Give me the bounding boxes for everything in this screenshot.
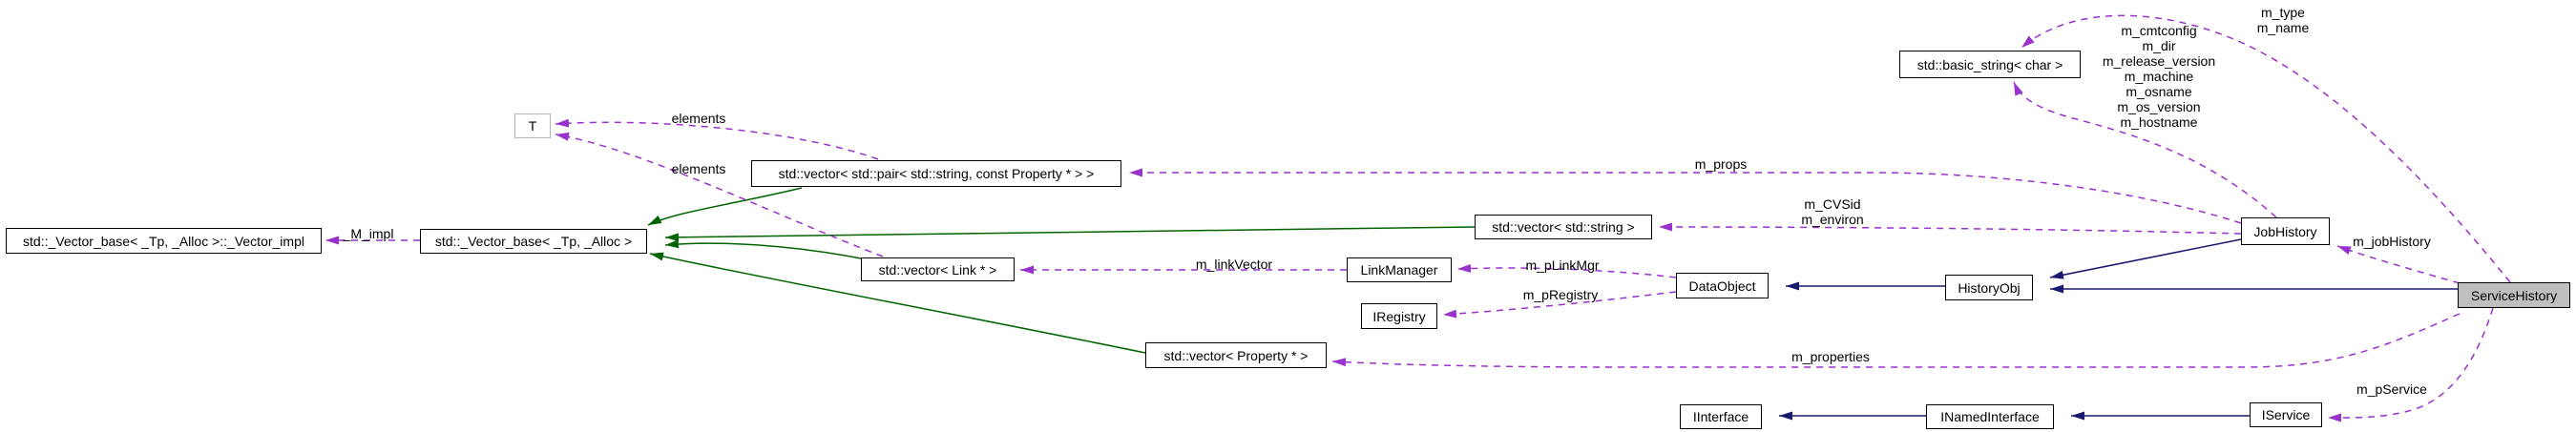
node-vector-link[interactable]: std::vector< Link * > — [861, 257, 1015, 281]
edge-vectorstring-vectorbase — [664, 226, 1476, 242]
usage-edges — [325, 14, 2511, 422]
edge-label-m-jobhistory: m_jobHistory — [2353, 234, 2431, 249]
node-vector-base[interactable]: std::_Vector_base< _Tp, _Alloc > — [420, 229, 647, 254]
edge-servicehistory-jobhistory — [2336, 245, 2461, 284]
edge-label-elements-bottom: elements — [671, 161, 726, 176]
edge-vectorlink-T — [555, 132, 884, 257]
node-iservice[interactable]: IService — [2250, 402, 2322, 427]
edge-label-m-pservice: m_pService — [2356, 381, 2427, 397]
edge-label-cvsid-environ: m_CVSid m_environ — [1801, 196, 1864, 227]
node-historyobj[interactable]: HistoryObj — [1945, 275, 2033, 300]
node-inamedinterface[interactable]: INamedInterface — [1926, 404, 2054, 429]
edge-label-m-pregistry: m_pRegistry — [1522, 287, 1599, 302]
node-jobhistory[interactable]: JobHistory — [2241, 217, 2330, 245]
node-iregistry[interactable]: IRegistry — [1361, 303, 1437, 329]
node-vector-string[interactable]: std::vector< std::string > — [1475, 215, 1652, 239]
node-basic-string[interactable]: std::basic_string< char > — [1899, 51, 2081, 78]
edge-jobhistory-vectorpair — [1129, 168, 2242, 224]
node-template-param-T: T — [514, 113, 551, 138]
edge-dataobject-iregistry — [1442, 291, 1677, 319]
protected-inheritance-edges — [647, 187, 1476, 354]
edge-label-jobhistory-string-members: m_cmtconfig m_dir m_release_version m_ma… — [2102, 23, 2216, 130]
edge-jobhistory-basicstring — [2013, 81, 2277, 218]
edge-label-m-props: m_props — [1694, 156, 1748, 172]
edge-vectorpair-T — [555, 118, 879, 160]
node-vector-pair-string-property[interactable]: std::vector< std::pair< std::string, con… — [751, 160, 1121, 187]
edge-vectorlink-vectorbase — [664, 239, 862, 259]
node-servicehistory-focus: ServiceHistory — [2458, 282, 2570, 308]
node-iinterface[interactable]: IInterface — [1680, 404, 1762, 429]
edge-label-servicehistory-string-members: m_type m_name — [2256, 5, 2310, 35]
edge-servicehistory-basicstring — [2021, 14, 2511, 283]
node-dataobject[interactable]: DataObject — [1676, 273, 1769, 298]
edge-jobhistory-vectorstring — [1658, 222, 2242, 235]
node-vector-property[interactable]: std::vector< Property * > — [1145, 342, 1327, 368]
edge-vectorpair-vectorbase — [647, 187, 803, 226]
edge-servicehistory-iservice — [2327, 307, 2494, 422]
edge-label-m-impl: _M_impl — [343, 226, 394, 241]
edge-jobhistory-historyobj — [2049, 238, 2242, 279]
edge-label-m-linkvector: m_linkVector — [1195, 257, 1273, 272]
node-vector-impl[interactable]: std::_Vector_base< _Tp, _Alloc >::_Vecto… — [6, 228, 322, 254]
node-linkmanager[interactable]: LinkManager — [1347, 257, 1452, 282]
edge-label-m-properties: m_properties — [1791, 349, 1870, 364]
inheritance-edges — [1779, 238, 2458, 421]
edge-label-elements-top: elements — [671, 111, 726, 126]
edge-servicehistory-vectorproperty — [1331, 313, 2461, 368]
edge-label-m-plinkmgr: m_pLinkMgr — [1525, 257, 1600, 273]
edge-dataobject-linkmanager — [1456, 263, 1677, 278]
edge-vectorproperty-vectorbase — [649, 252, 1146, 354]
